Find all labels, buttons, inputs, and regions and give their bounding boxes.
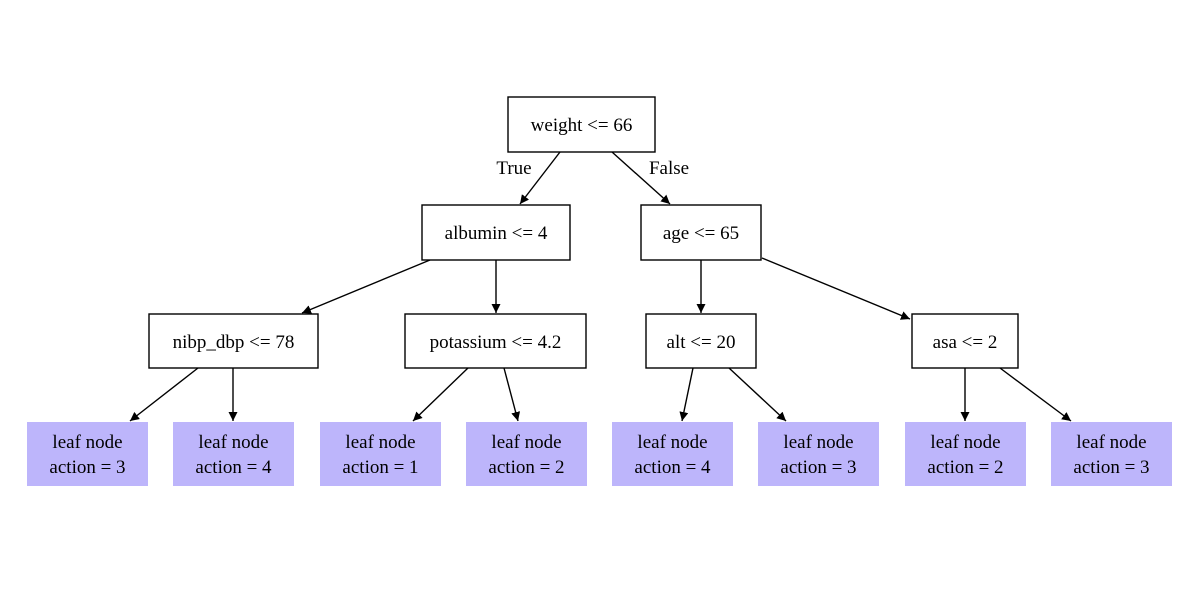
- leaf-label-line2: action = 3: [1073, 457, 1149, 478]
- leaf-box: [320, 422, 441, 486]
- decision-label: nibp_dbp <= 78: [173, 332, 295, 353]
- decision-node-weight: weight <= 66: [507, 96, 656, 153]
- leaf-node: leaf node action = 3: [1051, 422, 1172, 486]
- decision-node-albumin: albumin <= 4: [421, 204, 571, 261]
- edge-potassium-leaf4: [503, 367, 521, 422]
- decision-box: [911, 313, 1019, 369]
- edge-nibp-leaf1: [129, 367, 199, 422]
- decision-node-potassium: potassium <= 4.2: [404, 313, 587, 369]
- decision-label: potassium <= 4.2: [430, 332, 562, 353]
- leaf-label-line1: leaf node: [783, 432, 853, 453]
- leaf-node: leaf node action = 3: [27, 422, 148, 486]
- decision-box: [507, 96, 656, 153]
- leaf-label-line2: action = 2: [927, 457, 1003, 478]
- edge-label-true: True: [496, 158, 531, 179]
- decision-label: asa <= 2: [933, 332, 998, 353]
- leaf-node: leaf node action = 4: [173, 422, 294, 486]
- leaf-node: leaf node action = 2: [905, 422, 1026, 486]
- edge-albumin-nibp: [301, 259, 431, 314]
- edge-root-albumin: [519, 151, 561, 205]
- leaf-box: [466, 422, 587, 486]
- leaf-node: leaf node action = 1: [320, 422, 441, 486]
- decision-label: weight <= 66: [531, 115, 633, 136]
- leaf-label-line1: leaf node: [52, 432, 122, 453]
- decision-box: [645, 313, 757, 369]
- leaf-label-line2: action = 1: [342, 457, 418, 478]
- decision-label: age <= 65: [663, 223, 739, 244]
- leaf-label-line2: action = 2: [488, 457, 564, 478]
- edge-asa-leaf8: [999, 367, 1072, 422]
- leaf-node: leaf node action = 3: [758, 422, 879, 486]
- decision-node-asa: asa <= 2: [911, 313, 1019, 369]
- leaf-label-line2: action = 3: [780, 457, 856, 478]
- leaf-node: leaf node action = 4: [612, 422, 733, 486]
- leaf-box: [1051, 422, 1172, 486]
- decision-node-age: age <= 65: [640, 204, 762, 261]
- leaf-label-line2: action = 4: [195, 457, 272, 478]
- leaf-box: [27, 422, 148, 486]
- leaf-label-line1: leaf node: [198, 432, 268, 453]
- decision-label: albumin <= 4: [445, 223, 548, 244]
- edge-potassium-leaf3: [412, 367, 469, 422]
- leaf-box: [173, 422, 294, 486]
- edge-label-false: False: [649, 158, 689, 179]
- decision-node-nibp: nibp_dbp <= 78: [148, 313, 319, 369]
- leaf-box: [758, 422, 879, 486]
- leaf-label-line1: leaf node: [345, 432, 415, 453]
- leaf-label-line1: leaf node: [491, 432, 561, 453]
- decision-box: [404, 313, 587, 369]
- decision-label: alt <= 20: [667, 332, 736, 353]
- leaf-label-line1: leaf node: [930, 432, 1000, 453]
- leaf-label-line2: action = 3: [49, 457, 125, 478]
- leaf-box: [905, 422, 1026, 486]
- leaf-label-line1: leaf node: [1076, 432, 1146, 453]
- decision-box: [421, 204, 571, 261]
- leaf-node: leaf node action = 2: [466, 422, 587, 486]
- leaf-box: [612, 422, 733, 486]
- decision-node-alt: alt <= 20: [645, 313, 757, 369]
- edge-alt-leaf5: [679, 367, 694, 422]
- decision-box: [640, 204, 762, 261]
- leaf-label-line1: leaf node: [637, 432, 707, 453]
- edge-root-age: [611, 151, 671, 205]
- leaf-label-line2: action = 4: [634, 457, 711, 478]
- edge-age-asa: [761, 257, 911, 320]
- edges: [129, 151, 1072, 422]
- edge-alt-leaf6: [728, 367, 787, 422]
- decision-box: [148, 313, 319, 369]
